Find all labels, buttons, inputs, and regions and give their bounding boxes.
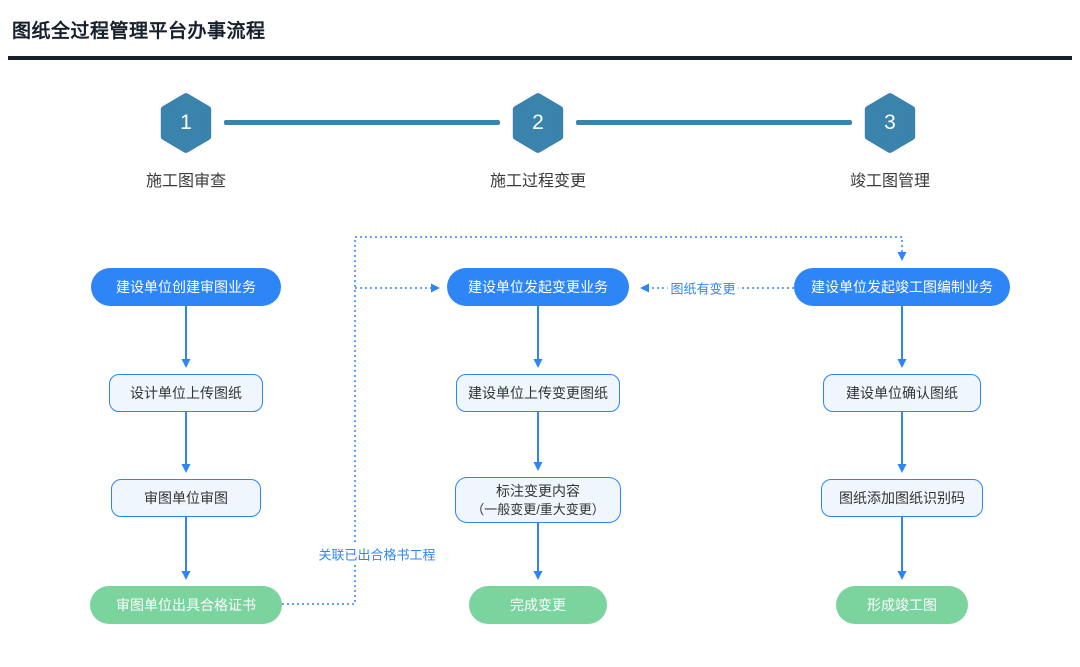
node-label-line1: 标注变更内容 (496, 482, 580, 499)
step-2: 2 施工过程变更 (490, 92, 586, 191)
hexagon-badge-2: 2 (510, 92, 566, 154)
node-issue-certificate: 审图单位出具合格证书 (90, 586, 282, 624)
node-label: 建设单位确认图纸 (846, 385, 958, 401)
step-connector-line-2 (576, 120, 852, 125)
hexagon-icon (160, 93, 212, 153)
step-connector-line-1 (224, 120, 500, 125)
node-label: 审图单位出具合格证书 (116, 597, 256, 613)
label-drawing-changed: 图纸有变更 (667, 278, 739, 298)
step-number: 3 (884, 111, 896, 134)
node-review-unit-review: 审图单位审图 (111, 479, 261, 517)
node-mark-change-content: 标注变更内容 （一般变更/重大变更） (455, 477, 621, 523)
node-label: 图纸添加图纸识别码 (839, 490, 965, 506)
node-add-drawing-id-code: 图纸添加图纸识别码 (821, 479, 983, 517)
hexagon-icon (864, 93, 916, 153)
node-create-review-business: 建设单位创建审图业务 (91, 268, 281, 306)
node-form-asbuilt-drawing: 形成竣工图 (836, 586, 968, 624)
step-number: 1 (180, 111, 192, 134)
label-link-certificate: 关联已出合格书工程 (315, 544, 439, 564)
node-design-upload-drawings: 设计单位上传图纸 (109, 374, 263, 412)
node-label: 建设单位发起变更业务 (468, 279, 608, 295)
node-label: 审图单位审图 (144, 490, 228, 506)
node-label: 建设单位上传变更图纸 (468, 385, 608, 401)
node-label-line2: （一般变更/重大变更） (471, 501, 605, 517)
step-label: 施工过程变更 (489, 173, 587, 190)
node-label: 形成竣工图 (867, 597, 937, 613)
node-upload-change-drawings: 建设单位上传变更图纸 (456, 374, 620, 412)
node-confirm-drawings: 建设单位确认图纸 (823, 374, 981, 412)
node-initiate-change-business: 建设单位发起变更业务 (447, 268, 629, 306)
node-label: 设计单位上传图纸 (130, 385, 242, 401)
title-divider (8, 56, 1072, 60)
node-label: 建设单位发起竣工图编制业务 (811, 279, 993, 295)
node-complete-change: 完成变更 (469, 586, 607, 624)
step-3: 3 竣工图管理 (850, 92, 930, 191)
hexagon-badge-1: 1 (158, 92, 214, 154)
step-label: 施工图审查 (145, 173, 227, 190)
node-label: 建设单位创建审图业务 (116, 279, 256, 295)
step-1: 1 施工图审查 (146, 92, 226, 191)
page-title: 图纸全过程管理平台办事流程 (12, 21, 266, 42)
hexagon-icon (512, 93, 564, 153)
step-label: 竣工图管理 (849, 173, 931, 190)
step-number: 2 (532, 111, 544, 134)
node-initiate-asbuilt-business: 建设单位发起竣工图编制业务 (794, 268, 1010, 306)
hexagon-badge-3: 3 (862, 92, 918, 154)
node-label: 完成变更 (510, 597, 566, 613)
